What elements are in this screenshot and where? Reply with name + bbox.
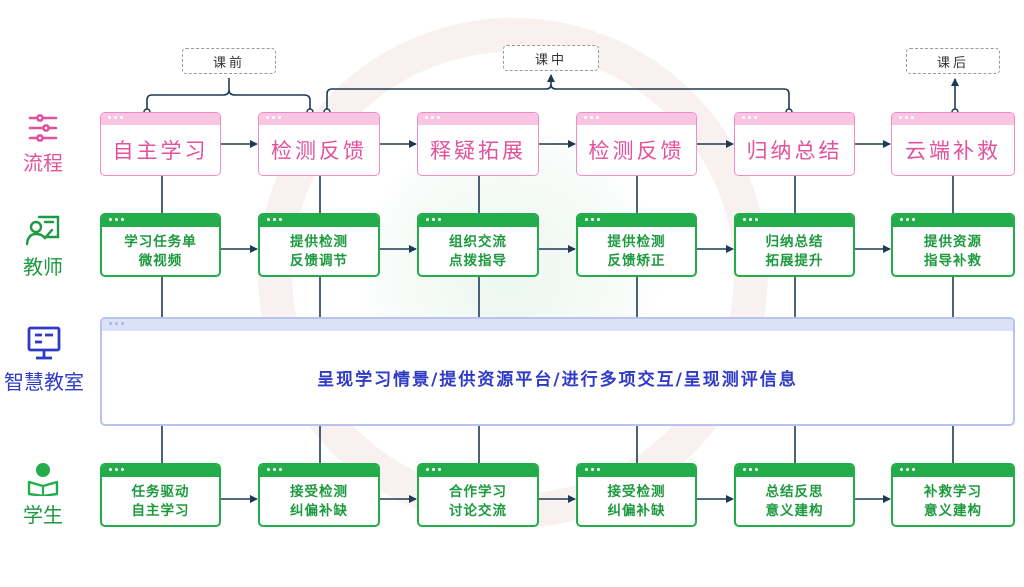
phase-before-class: 课前 [182, 48, 276, 74]
teacher-step: 提供资源 指导补救 [891, 213, 1015, 277]
teacher-step: 学习任务单 微视频 [100, 213, 221, 277]
row-label-teacher: 教师 [12, 214, 74, 280]
row-label-classroom: 智慧教室 [2, 325, 86, 395]
process-step: 释疑拓展 [417, 112, 539, 176]
student-step: 合作学习 讨论交流 [417, 463, 539, 527]
process-step: 检测反馈 [258, 112, 380, 176]
smart-classroom-text: 呈现学习情景/提供资源平台/进行多项交互/呈现测评信息 [317, 369, 798, 390]
row-label-process: 流程 [12, 112, 74, 176]
student-icon [27, 463, 59, 496]
smart-classroom-panel: 呈现学习情景/提供资源平台/进行多项交互/呈现测评信息 [100, 317, 1015, 426]
student-step: 接受检测 纠偏补缺 [576, 463, 697, 527]
process-step: 检测反馈 [576, 112, 697, 176]
teacher-step: 提供检测 反馈调节 [258, 213, 380, 277]
row-label-student-text: 学生 [23, 503, 63, 527]
phase-in-class: 课中 [503, 45, 599, 71]
student-step: 总结反思 意义建构 [734, 463, 855, 527]
student-step: 补救学习 意义建构 [891, 463, 1015, 527]
flow-icon [28, 114, 58, 142]
process-step: 归纳总结 [734, 112, 855, 176]
row-label-student: 学生 [12, 462, 74, 528]
row-label-classroom-text: 智慧教室 [4, 370, 84, 394]
student-step: 接受检测 纠偏补缺 [258, 463, 380, 527]
phase-after-class: 课后 [906, 48, 1000, 74]
teacher-step: 提供检测 反馈矫正 [576, 213, 697, 277]
process-step: 自主学习 [100, 112, 221, 176]
teacher-step: 归纳总结 拓展提升 [734, 213, 855, 277]
process-step: 云端补救 [891, 112, 1015, 176]
row-label-teacher-text: 教师 [23, 255, 63, 279]
teacher-step: 组织交流 点拨指导 [417, 213, 539, 277]
student-step: 任务驱动 自主学习 [100, 463, 221, 527]
row-label-process-text: 流程 [23, 151, 63, 175]
teacher-icon [25, 215, 60, 246]
monitor-icon [27, 326, 61, 360]
